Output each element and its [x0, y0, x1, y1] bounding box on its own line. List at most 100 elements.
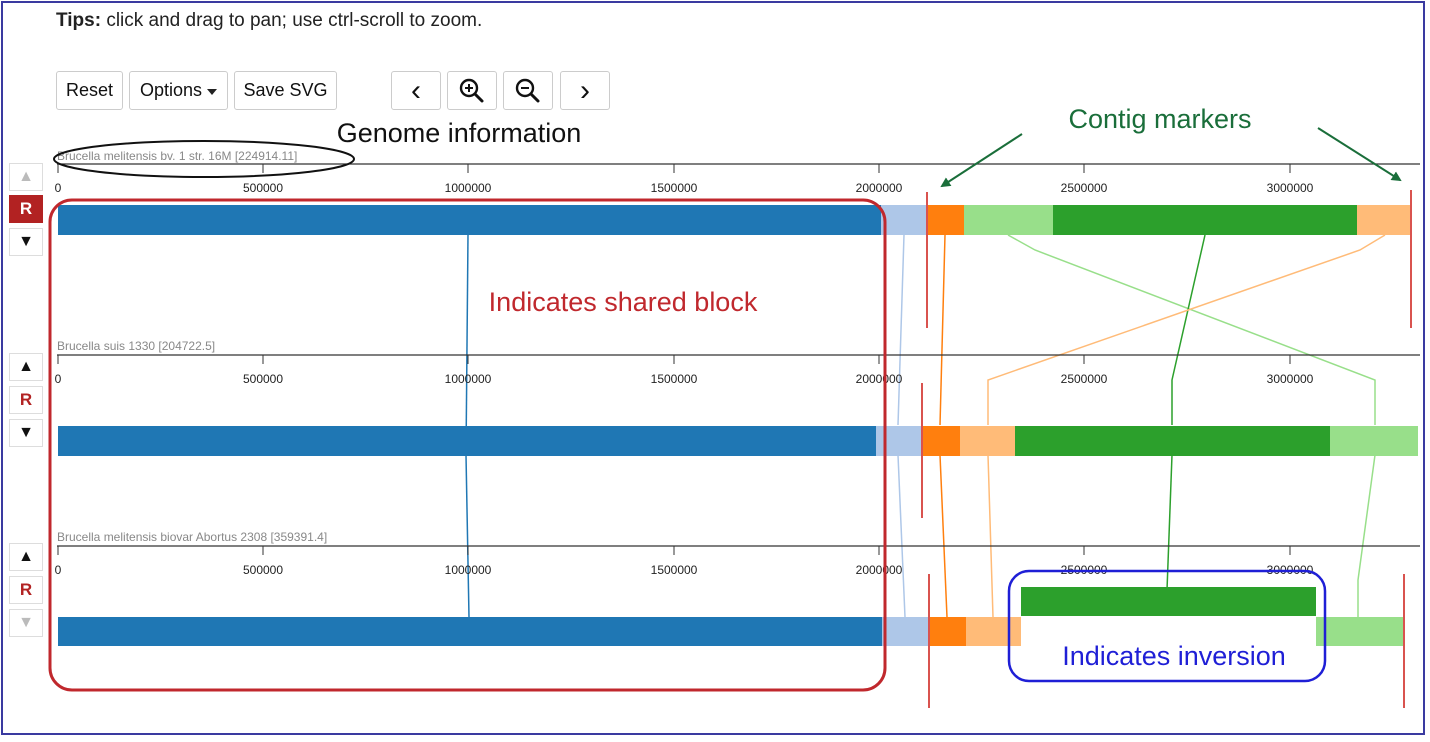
move-down-button-1[interactable]: ▼ — [9, 228, 43, 256]
connector-lightblue — [897, 454, 906, 618]
save-svg-button[interactable]: Save SVG — [234, 71, 337, 110]
block-lightblue — [876, 426, 922, 456]
connector-green — [1166, 454, 1173, 591]
reverse-label: R — [19, 199, 33, 218]
block-green-inverted — [1021, 587, 1316, 616]
genome-track-2: Brucella suis 1330 [204722.5] 0 500000 1… — [55, 339, 1420, 518]
genome-label-2: Brucella suis 1330 [204722.5] — [57, 339, 215, 353]
contig-arrow-left — [940, 133, 1023, 188]
block-green — [1015, 426, 1330, 456]
zoom-in-icon — [459, 78, 484, 102]
arrow-down-icon: ▼ — [18, 614, 34, 631]
block-lightgreen — [964, 205, 1053, 235]
annotation-inversion: Indicates inversion — [1062, 641, 1286, 671]
contig-arrow-right — [1317, 127, 1402, 182]
genome-label-3: Brucella melitensis biovar Abortus 2308 … — [57, 530, 327, 544]
tick-label: 2000000 — [856, 372, 903, 386]
block-lightblue — [881, 205, 927, 235]
genome-label-1: Brucella melitensis bv. 1 str. 16M [2249… — [57, 149, 297, 163]
pan-left-button[interactable]: ‹ — [391, 71, 441, 110]
zoom-out-button[interactable] — [503, 71, 553, 110]
tick-label: 3000000 — [1267, 181, 1314, 195]
reverse-button-3[interactable]: R — [9, 576, 43, 604]
shared-block-box — [48, 198, 887, 692]
block-orange — [927, 205, 964, 235]
block-lightorange — [966, 617, 1021, 646]
zoom-out-icon — [515, 78, 540, 102]
arrow-up-icon: ▲ — [18, 168, 34, 185]
tick-label: 1000000 — [445, 372, 492, 386]
connector-lines — [465, 234, 1386, 618]
move-down-button-3[interactable]: ▼ — [9, 609, 43, 637]
reverse-label: R — [19, 580, 33, 599]
tick-label: 0 — [55, 181, 62, 195]
connector-lightorange — [987, 454, 994, 618]
tick-label: 500000 — [243, 563, 283, 577]
tips-text: Tips: click and drag to pan; use ctrl-sc… — [56, 10, 482, 32]
annotation-shared-block: Indicates shared block — [489, 287, 758, 317]
arrow-down-icon: ▼ — [18, 424, 34, 441]
tick-label: 500000 — [243, 181, 283, 195]
arrow-up-icon: ▲ — [18, 358, 34, 375]
tick-label: 1500000 — [651, 563, 698, 577]
connector-lightorange — [987, 234, 1386, 425]
block-blue — [58, 426, 876, 456]
block-orange — [928, 617, 966, 646]
axis-ticks-3: 0 500000 1000000 1500000 2000000 2500000… — [55, 546, 1314, 577]
arrow-up-icon: ▲ — [18, 548, 34, 565]
block-lightorange — [960, 426, 1015, 456]
tick-label: 0 — [55, 372, 62, 386]
reset-button[interactable]: Reset — [56, 71, 123, 110]
arrow-down-icon: ▼ — [18, 233, 34, 250]
connector-blue — [465, 234, 469, 456]
block-blue — [58, 617, 882, 646]
inversion-box — [1007, 569, 1327, 683]
tips-label: Tips: — [56, 10, 102, 31]
move-up-button-2[interactable]: ▲ — [9, 353, 43, 381]
connector-green — [1171, 234, 1206, 425]
connector-lightgreen — [1357, 454, 1376, 617]
connector-blue — [465, 454, 470, 618]
tick-label: 3000000 — [1267, 372, 1314, 386]
genome-info-ellipse — [53, 140, 355, 178]
tick-label: 1000000 — [445, 181, 492, 195]
pan-right-button[interactable]: › — [560, 71, 610, 110]
reverse-button-1[interactable]: R — [9, 195, 43, 223]
chevron-right-icon: › — [580, 73, 590, 107]
block-blue — [58, 205, 881, 235]
tick-label: 1000000 — [445, 563, 492, 577]
options-label: Options — [139, 80, 203, 100]
connector-orange — [939, 454, 948, 618]
reverse-label: R — [19, 390, 33, 409]
tick-label: 500000 — [243, 372, 283, 386]
chevron-left-icon: ‹ — [411, 73, 421, 107]
tick-label: 1500000 — [651, 372, 698, 386]
move-up-button-1[interactable]: ▲ — [9, 163, 43, 191]
block-orange — [922, 426, 960, 456]
annotation-genome-information: Genome information — [337, 118, 582, 148]
annotations: Genome information Contig markers Indica… — [48, 104, 1402, 692]
genome-track-1: Brucella melitensis bv. 1 str. 16M [2249… — [55, 149, 1420, 328]
tick-label: 2500000 — [1061, 181, 1108, 195]
tick-label: 2000000 — [856, 181, 903, 195]
move-down-button-2[interactable]: ▼ — [9, 419, 43, 447]
tick-label: 2500000 — [1061, 372, 1108, 386]
tick-label: 1500000 — [651, 181, 698, 195]
annotation-contig-markers: Contig markers — [1068, 104, 1251, 134]
block-green — [1053, 205, 1357, 235]
axis-ticks-2: 0 500000 1000000 1500000 2000000 2500000… — [55, 355, 1314, 386]
connector-orange — [939, 234, 946, 426]
zoom-in-button[interactable] — [447, 71, 497, 110]
block-lightorange — [1357, 205, 1410, 235]
connector-lightgreen — [1007, 234, 1376, 425]
reverse-button-2[interactable]: R — [9, 386, 43, 414]
tips-body: click and drag to pan; use ctrl-scroll t… — [101, 10, 483, 31]
options-button[interactable]: Options — [129, 71, 228, 110]
tick-label: 2000000 — [856, 563, 903, 577]
genome-track-3: Brucella melitensis biovar Abortus 2308 … — [55, 530, 1420, 708]
move-up-button-3[interactable]: ▲ — [9, 543, 43, 571]
connector-lightblue — [897, 234, 905, 426]
block-lightgreen — [1316, 617, 1404, 646]
